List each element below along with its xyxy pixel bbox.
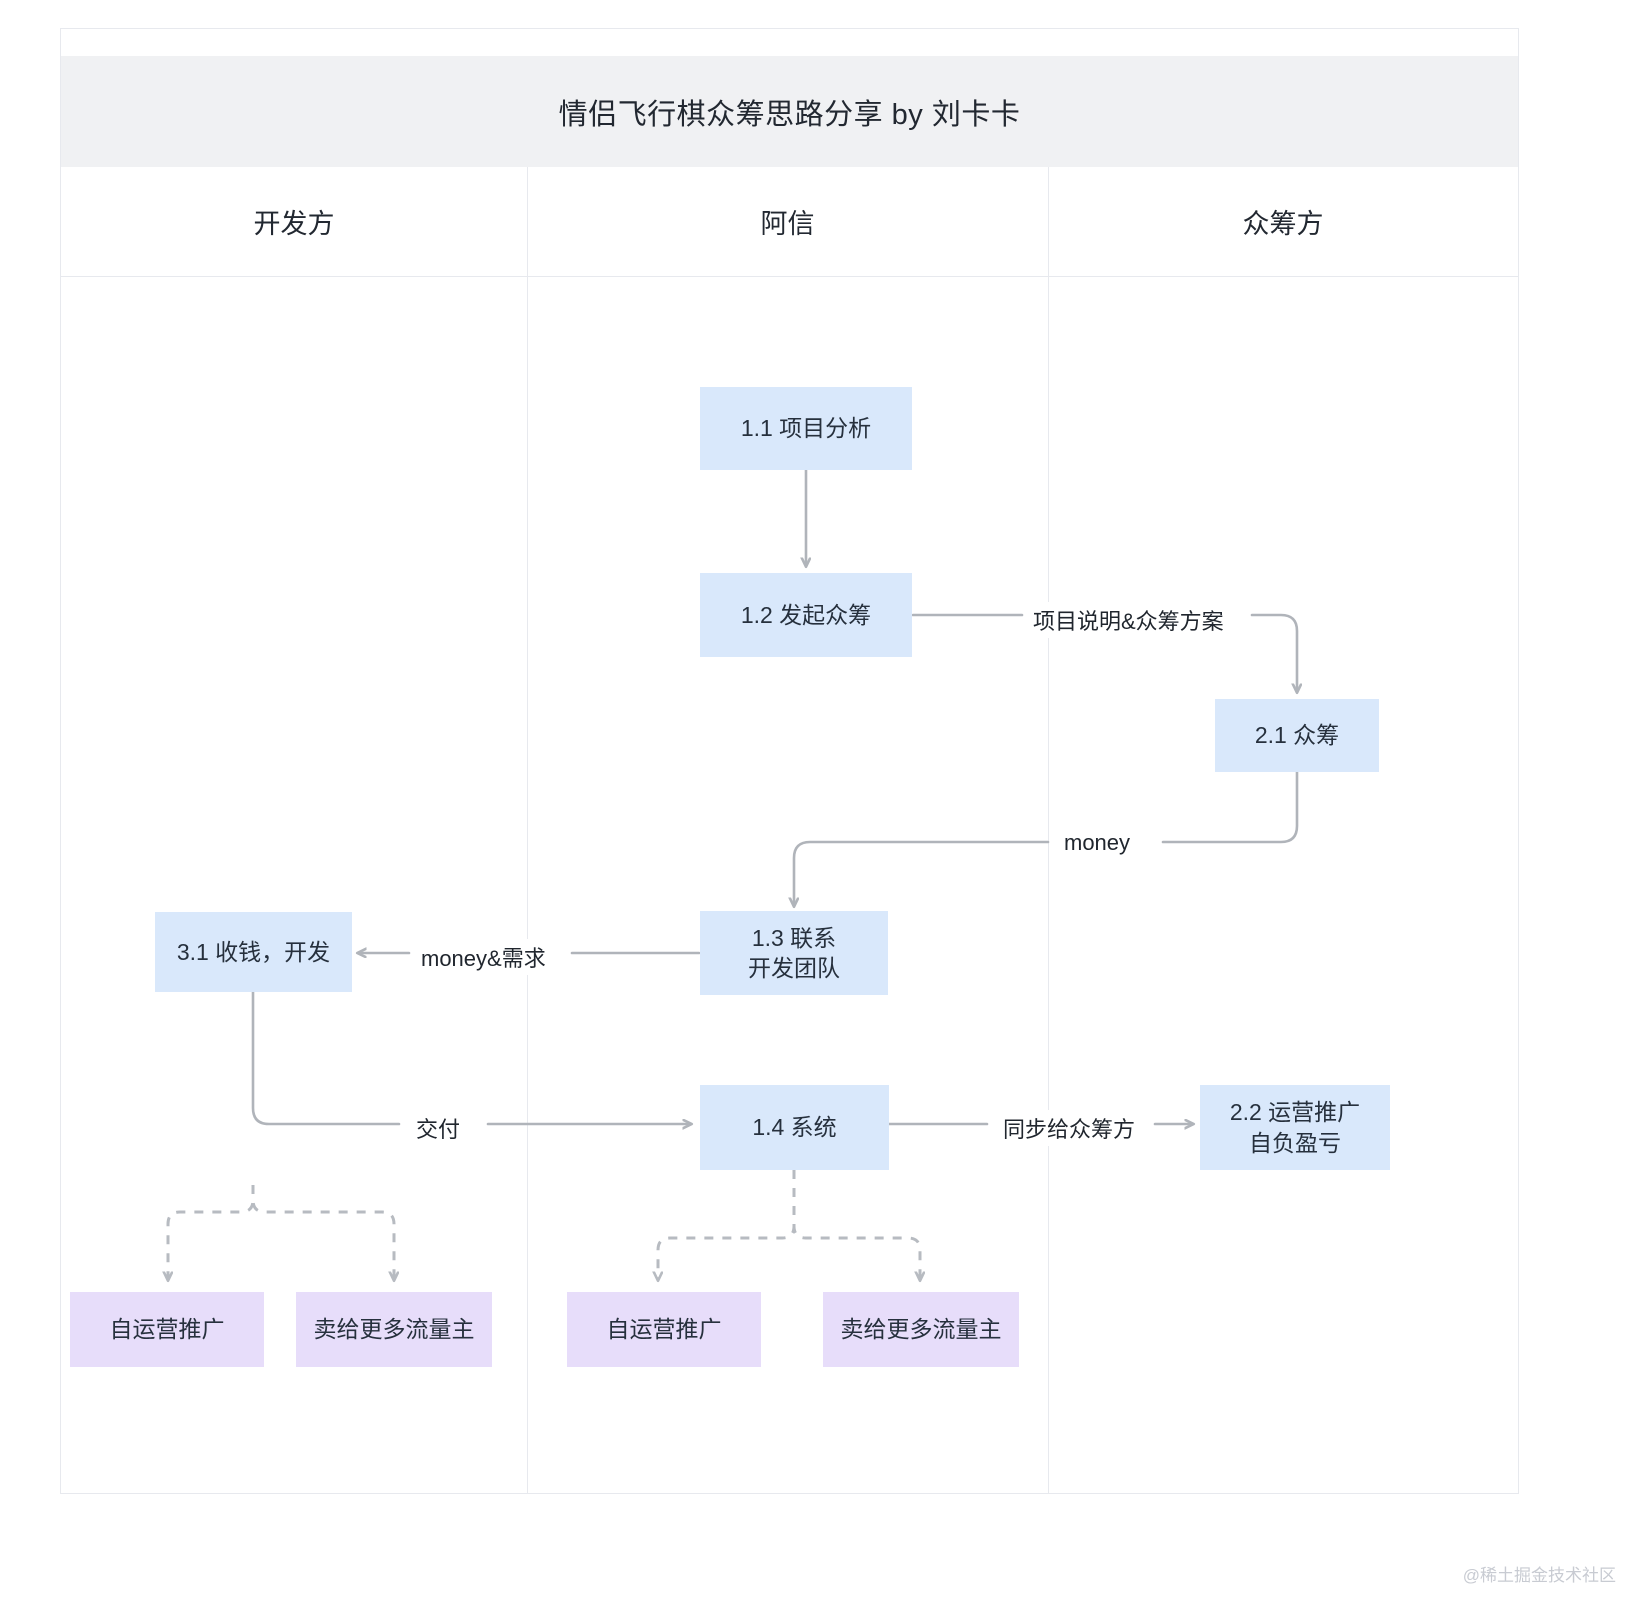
lane-divider-2 [1048,167,1049,1494]
node-label: 2.1 众筹 [1254,722,1340,749]
node-label: 3.1 收钱，开发 [176,938,331,965]
watermark: @稀土掘金技术社区 [1462,1566,1616,1585]
edge-label-money: money [1057,828,1138,858]
node-label: 1.4 系统 [752,1114,837,1141]
lane-header-crowdfunder: 众筹方 [1048,167,1518,277]
node-1-3-contact-dev-team[interactable]: 1.3 联系 开发团队 [700,911,888,995]
lane-label-axin: 阿信 [760,209,815,239]
node-sell-to-traffic-owners-dev[interactable]: 卖给更多流量主 [296,1292,492,1367]
diagram-title-bar: 情侣飞行棋众筹思路分享 by 刘卡卡 [61,56,1518,167]
node-3-1-receive-money-develop[interactable]: 3.1 收钱，开发 [155,912,352,992]
node-self-operated-promotion-dev[interactable]: 自运营推广 [70,1292,264,1367]
node-1-2-launch-crowdfunding[interactable]: 1.2 发起众筹 [700,573,912,657]
lane-header-axin: 阿信 [527,167,1048,277]
node-label: 1.2 发起众筹 [740,601,872,628]
node-label: 自运营推广 [606,1316,722,1343]
node-label-line2: 开发团队 [748,955,840,981]
page-title: 情侣飞行棋众筹思路分享 by 刘卡卡 [558,98,1021,131]
node-sell-to-traffic-owners-axin[interactable]: 卖给更多流量主 [823,1292,1019,1367]
lane-divider-1 [527,167,528,1494]
node-1-1-project-analysis[interactable]: 1.1 项目分析 [700,387,912,470]
edge-label-sync-to-crowdfunder: 同步给众筹方 [996,1110,1143,1146]
edge-label-delivery: 交付 [409,1110,468,1146]
node-1-4-system[interactable]: 1.4 系统 [700,1085,889,1170]
lane-label-developer: 开发方 [253,209,335,239]
node-label: 1.1 项目分析 [740,415,872,442]
node-label-line1: 2.2 运营推广 [1229,1099,1361,1126]
edge-label-money-requirement: money&需求 [414,939,553,975]
node-label-line2: 自负盈亏 [1249,1129,1341,1156]
node-2-1-crowdfunding[interactable]: 2.1 众筹 [1215,699,1379,772]
node-label-line1: 1.3 联系 [751,924,837,951]
lane-label-crowdfunder: 众筹方 [1242,209,1324,239]
edge-label-project-plan: 项目说明&众筹方案 [1026,602,1231,638]
lane-header-developer: 开发方 [61,167,527,277]
node-2-2-operation-promotion[interactable]: 2.2 运营推广 自负盈亏 [1200,1085,1390,1170]
node-self-operated-promotion-axin[interactable]: 自运营推广 [567,1292,761,1367]
node-label: 卖给更多流量主 [313,1316,475,1343]
node-label: 自运营推广 [109,1316,225,1343]
node-label: 卖给更多流量主 [840,1316,1002,1343]
